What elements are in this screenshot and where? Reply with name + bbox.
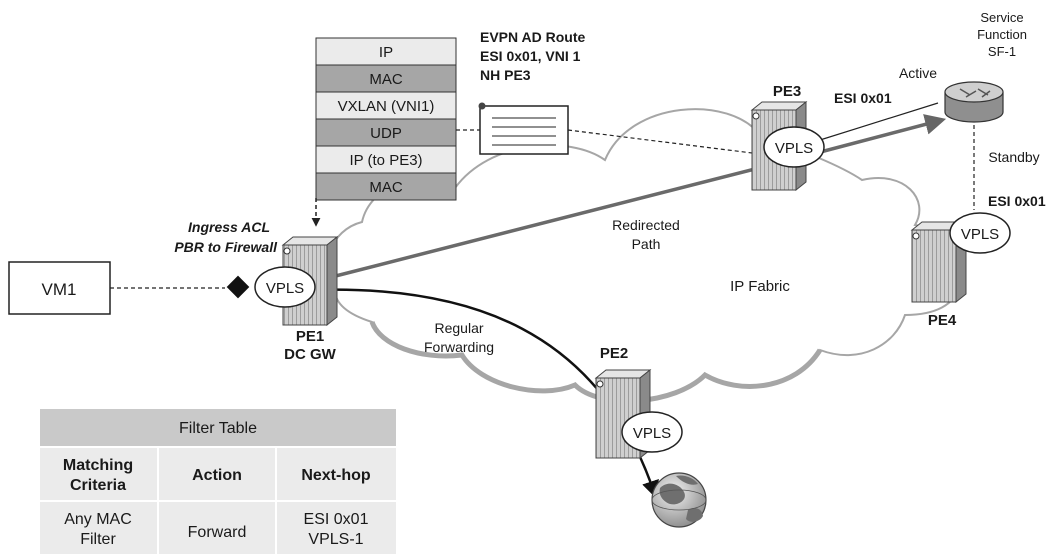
evpn-route-line-3: NH PE3 <box>480 67 531 83</box>
regular-forwarding-label-2: Forwarding <box>424 339 494 355</box>
service-function-line-3: SF-1 <box>988 44 1016 59</box>
redirected-path-label-1: Redirected <box>612 217 680 233</box>
esi-pe4-label: ESI 0x01 <box>988 193 1046 209</box>
filter-cell-criteria-2: Filter <box>80 531 116 548</box>
vpls-pe3-label: VPLS <box>775 140 813 157</box>
header-row <box>315 145 457 174</box>
vpls-pe1: VPLS <box>254 266 316 308</box>
active-label: Active <box>899 65 937 81</box>
filter-cell-criteria-1: Any MAC <box>64 511 132 528</box>
filter-header-nexthop: Next-hop <box>301 467 371 484</box>
pbr-label: PBR to Firewall <box>174 239 278 255</box>
regular-forwarding-label-1: Regular <box>434 320 483 336</box>
route-to-pe3-line <box>567 129 769 156</box>
filter-header-action: Action <box>192 467 242 484</box>
filter-cell-action: Forward <box>188 524 247 541</box>
header-row <box>315 64 457 93</box>
evpn-route-document-icon <box>478 102 569 155</box>
filter-cell-nexthop-2: VPLS-1 <box>308 531 363 548</box>
filter-header-matching-1: Matching <box>63 457 133 474</box>
pe1-name: PE1 <box>296 328 324 345</box>
header-row-label: VXLAN (VNI1) <box>338 98 435 115</box>
vpls-pe1-label: VPLS <box>266 280 304 297</box>
header-stack: IP MAC VXLAN (VNI1) UDP IP (to PE3) MAC <box>315 37 457 201</box>
filter-table: Filter Table Matching Criteria Action Ne… <box>40 409 396 554</box>
vpls-pe4-label: VPLS <box>961 226 999 243</box>
filter-cell-nexthop-1: ESI 0x01 <box>304 511 369 528</box>
pe1-role: DC GW <box>284 346 337 363</box>
pe2-name: PE2 <box>600 345 628 362</box>
esi-pe3-label: ESI 0x01 <box>834 90 892 106</box>
redirected-path-label-2: Path <box>632 236 661 252</box>
acl-diamond-icon <box>226 275 250 299</box>
header-row-label: IP (to PE3) <box>349 152 422 169</box>
header-row <box>315 172 457 201</box>
ingress-acl-label: Ingress ACL <box>188 219 270 235</box>
active-link <box>819 102 939 141</box>
header-row <box>315 37 457 66</box>
vpls-pe3: VPLS <box>763 126 825 168</box>
firewall-icon <box>944 81 1004 123</box>
header-row-label: IP <box>379 44 393 61</box>
vpls-pe4: VPLS <box>949 212 1011 254</box>
header-row <box>315 118 457 147</box>
vpls-pe2-label: VPLS <box>633 425 671 442</box>
service-function-line-2: Function <box>977 27 1027 42</box>
pe3-name: PE3 <box>773 83 801 100</box>
internet-globe-icon <box>651 472 707 528</box>
pe4-name: PE4 <box>928 312 957 329</box>
vm1-node: VM1 <box>8 261 111 315</box>
header-row-label: MAC <box>369 179 403 196</box>
header-row-label: UDP <box>370 125 402 142</box>
service-function-line-1: Service <box>980 10 1023 25</box>
evpn-route-line-1: EVPN AD Route <box>480 29 585 45</box>
evpn-route-line-2: ESI 0x01, VNI 1 <box>480 48 581 64</box>
vm1-label: VM1 <box>42 280 77 299</box>
filter-header-matching-2: Criteria <box>70 477 126 494</box>
standby-label: Standby <box>988 149 1039 165</box>
vpls-pe2: VPLS <box>621 411 683 453</box>
filter-table-title: Filter Table <box>179 420 257 437</box>
ip-fabric-label: IP Fabric <box>730 278 790 295</box>
header-row-label: MAC <box>369 71 403 88</box>
